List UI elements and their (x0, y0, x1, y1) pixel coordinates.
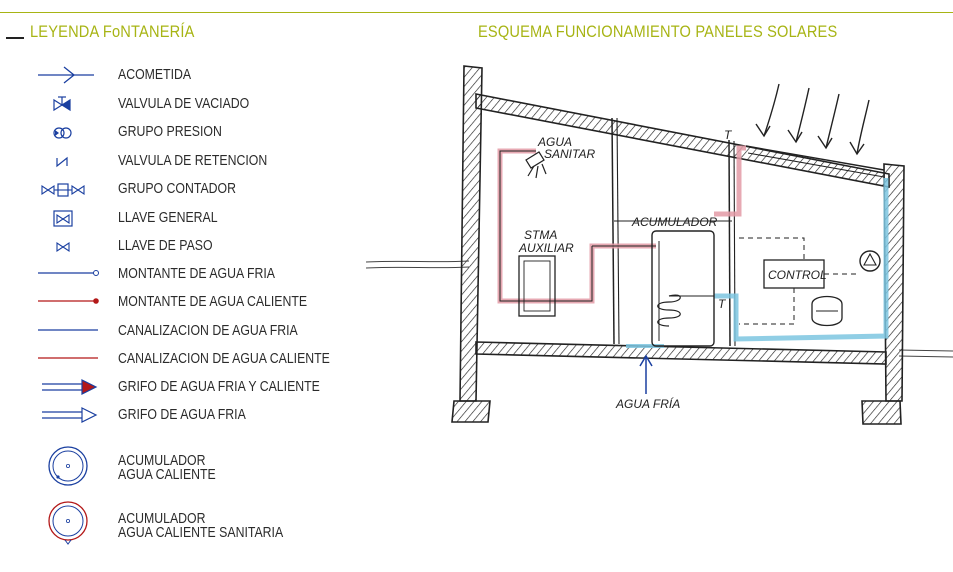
pump-icon (859, 250, 881, 272)
shower-icon (525, 151, 547, 179)
legend-item-label: GRIFO DE AGUA FRIA Y CALIENTE (118, 378, 320, 395)
expansion-vessel (811, 295, 843, 327)
label-stma: STMA (524, 228, 557, 242)
legend-tank-label-2: AGUA CALIENTE (118, 466, 216, 483)
partition-2 (728, 139, 731, 347)
drain-valve-icon (53, 96, 71, 112)
left-footing (451, 400, 491, 423)
hot-water-tank-icon (48, 446, 88, 486)
stop-valve-icon (56, 241, 70, 253)
legend-item-label: GRUPO CONTADOR (118, 180, 237, 197)
label-t-1: T (724, 128, 733, 142)
label-agua: AGUA (537, 135, 572, 149)
aux-system-box (518, 255, 556, 317)
hot-circuit-left (497, 148, 604, 304)
ground-line-right (898, 349, 953, 352)
legend-title: LEYENDA FoNTANERÍA (30, 22, 195, 41)
legend-item-label: VALVULA DE RETENCION (118, 152, 268, 169)
label-sanitar: SANITAR (544, 147, 595, 161)
legend-item-label: ACOMETIDA (118, 66, 192, 83)
cold-riser-icon (38, 270, 99, 276)
solar-panel (745, 145, 885, 171)
header-rule (0, 12, 953, 13)
solar-schema-sketch: AGUA SANITAR STMA AUXILIAR ACUMULADOR CO… (365, 65, 953, 425)
legend-item-label: VALVULA DE VACIADO (118, 95, 250, 112)
legend-item-label: MONTANTE DE AGUA FRIA (118, 265, 275, 282)
legend-item-label: CANALIZACION DE AGUA FRIA (118, 322, 298, 339)
heat-coil (657, 294, 681, 327)
header-tick (6, 37, 24, 39)
hot-cold-tap-icon (42, 379, 98, 395)
schema-title: ESQUEMA FUNCIONAMIENTO PANELES SOLARES (478, 22, 838, 41)
cold-circuit-right (714, 178, 889, 342)
legend-item-label: LLAVE GENERAL (118, 209, 218, 226)
legend-tank-label-2: AGUA CALIENTE SANITARIA (118, 524, 284, 541)
ground-line-left (365, 260, 470, 263)
cold-pipe-icon (38, 329, 98, 331)
dhw-tank-icon (48, 501, 88, 545)
right-footing (861, 400, 902, 425)
label-control: CONTROL (768, 268, 827, 282)
main-valve-icon (53, 210, 73, 227)
acometida-icon (38, 66, 94, 84)
legend-tank-label-1: ACUMULADOR (118, 510, 206, 527)
legend-item-label: LLAVE DE PASO (118, 237, 213, 254)
hot-pipe-icon (38, 357, 98, 359)
legend-tank-label-1: ACUMULADOR (118, 452, 206, 469)
label-agua-fria: AGUA FRÍA (615, 396, 680, 411)
legend-item-label: GRIFO DE AGUA FRIA (118, 406, 246, 423)
pressure-group-icon (53, 127, 72, 139)
partition-1 (611, 117, 615, 345)
legend-item-label: MONTANTE DE AGUA CALIENTE (118, 293, 308, 310)
legend-item-label: CANALIZACION DE AGUA CALIENTE (118, 350, 330, 367)
meter-group-icon (41, 183, 85, 197)
hot-riser-icon (38, 298, 99, 304)
hot-circuit-panel (714, 145, 746, 217)
cold-tap-icon (42, 407, 98, 423)
sun-rays (755, 83, 870, 156)
legend-item-label: GRUPO PRESION (118, 123, 222, 140)
accumulator-tank (651, 230, 715, 347)
check-valve-icon (56, 156, 68, 168)
floor-slab (475, 341, 887, 365)
label-auxiliar: AUXILIAR (518, 241, 574, 255)
label-acumulador: ACUMULADOR (631, 215, 718, 229)
label-t-2: T (718, 297, 727, 311)
